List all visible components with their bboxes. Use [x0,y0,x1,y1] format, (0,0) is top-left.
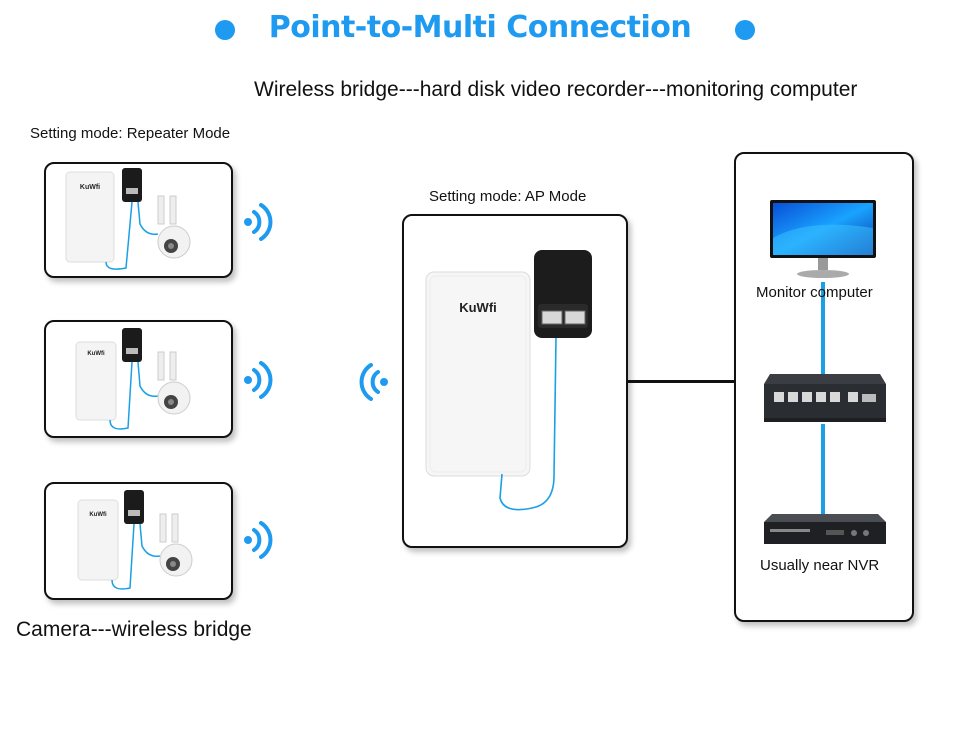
nvr-recorder-icon [764,514,886,544]
ap-brand-text: KuWfi [459,300,497,315]
wireless-signal-icon-1 [244,203,273,241]
monitor-computer-label: Monitor computer [756,284,873,301]
camera-bridge-caption: Camera---wireless bridge [16,618,252,641]
client-device-illustration-2: KuWfi [75,328,191,430]
wireless-signal-icon-3 [244,521,273,559]
monitor-icon [770,200,876,278]
client-box-3: KuWfi [44,482,233,600]
monitor-to-switch-cable [821,282,825,374]
ap-to-switch-cable [628,380,736,383]
page-title: Point-to-Multi Connection [268,10,692,45]
switch-to-nvr-cable [821,424,825,516]
title-bullet-left [215,20,235,40]
title-bullet-right [735,20,755,40]
client-brand-text-3: KuWfi [89,512,107,518]
client-brand-text-2: KuWfi [87,351,105,357]
client-device-illustration-1: KuWfi [65,168,191,270]
page-subtitle: Wireless bridge---hard disk video record… [254,78,858,101]
client-brand-text-1: KuWfi [80,184,100,191]
ap-device-illustration: KuWfi [425,250,592,511]
ap-device-box: KuWfi [402,214,628,548]
title-row: Point-to-Multi Connection [0,6,960,46]
client-box-2: KuWfi [44,320,233,438]
network-switch-icon [764,374,886,422]
repeater-mode-label: Setting mode: Repeater Mode [30,125,231,142]
client-device-illustration-3: KuWfi [77,490,193,590]
wireless-signal-icon-2 [244,361,273,399]
ap-mode-label: Setting mode: AP Mode [429,188,587,205]
ap-wireless-signal-icon [359,363,388,401]
client-box-1: KuWfi [44,162,233,278]
nvr-label: Usually near NVR [760,557,880,574]
